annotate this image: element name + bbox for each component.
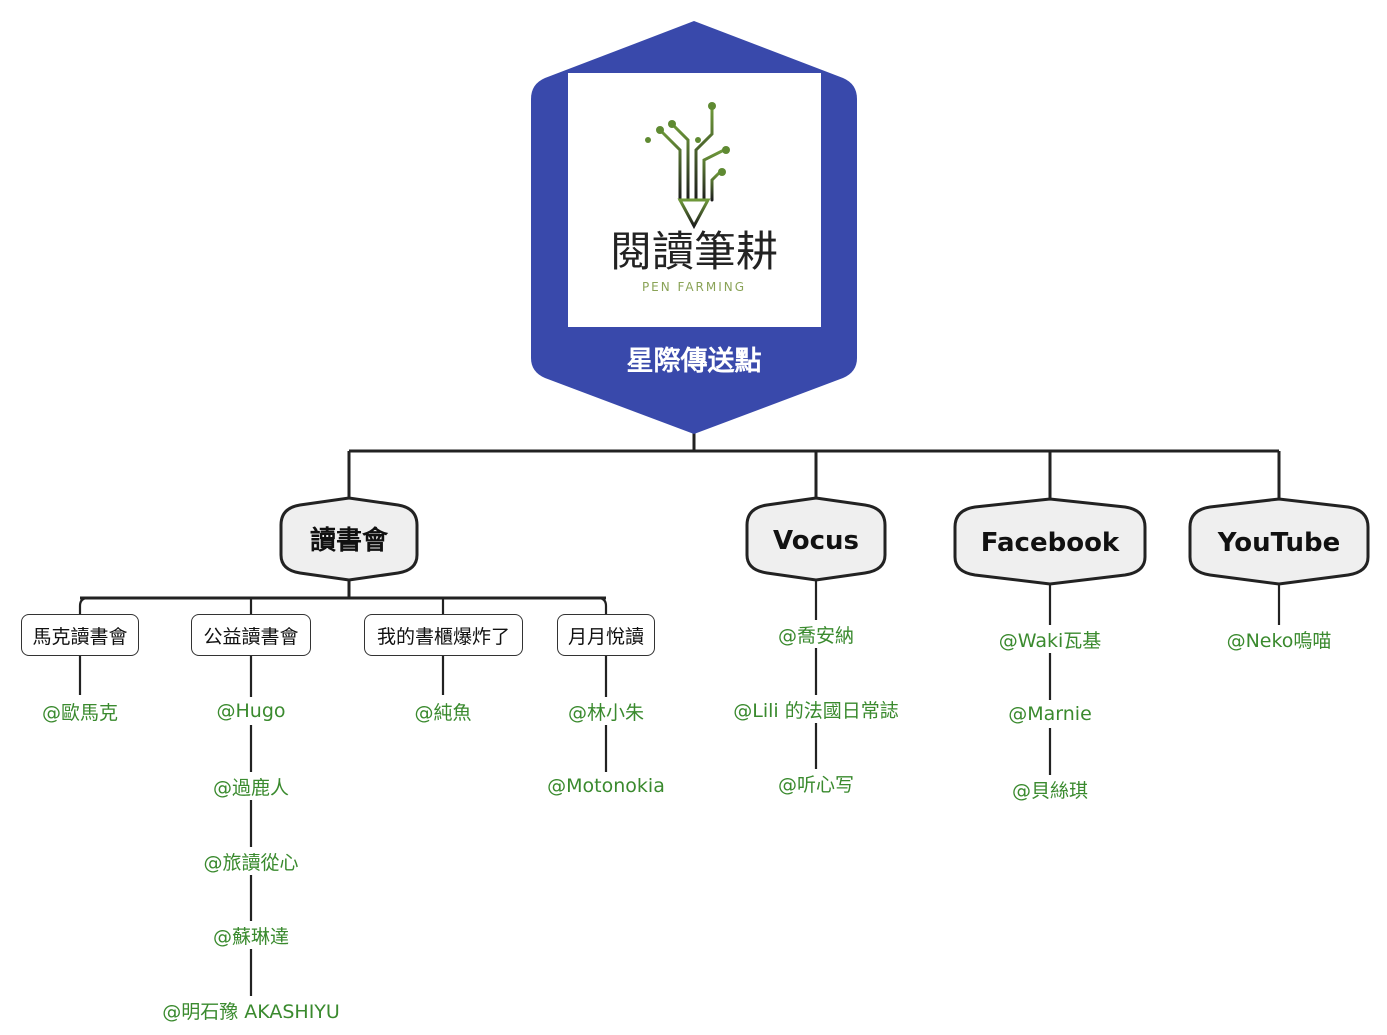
category-label: Vocus [773,526,859,556]
pen-circuit-logo-icon [645,102,730,230]
subgroup-charity-reading-club[interactable]: 公益讀書會 [191,614,311,656]
member-item[interactable]: @喬安納 [756,620,876,648]
member-item[interactable]: @林小朱 [546,697,666,725]
category-reading-club[interactable]: 讀書會 [279,496,419,582]
subgroup-mark-reading-club[interactable]: 馬克讀書會 [21,614,139,656]
member-item[interactable]: @純魚 [388,697,498,725]
category-label: Facebook [981,528,1120,558]
member-item[interactable]: @Neko嗚喵 [1209,625,1349,653]
category-label: 讀書會 [310,525,389,556]
member-item[interactable]: @旅讀從心 [181,847,321,875]
member-item[interactable]: @Hugo [181,697,321,725]
member-item[interactable]: @貝絲琪 [990,775,1110,803]
member-item[interactable]: @Motonokia [531,772,681,800]
member-item[interactable]: @Lili 的法國日常誌 [711,695,921,723]
logo-subtitle: PEN FARMING [642,280,746,294]
category-facebook[interactable]: Facebook [953,497,1147,586]
category-label: YouTube [1217,528,1340,558]
root-title: 星際傳送點 [627,346,762,377]
category-youtube[interactable]: YouTube [1188,497,1370,586]
logo-title: 閱讀筆耕 [610,227,778,276]
category-vocus[interactable]: Vocus [745,496,887,582]
member-item[interactable]: @听心写 [756,769,876,797]
member-item[interactable]: @明石豫 AKASHIYU [141,996,361,1024]
subgroup-monthly-reading[interactable]: 月月悅讀 [557,614,655,656]
root-node: 閱讀筆耕 PEN FARMING 星際傳送點 [531,21,857,434]
subgroup-my-bookshelf-exploded[interactable]: 我的書櫃爆炸了 [364,614,523,656]
member-item[interactable]: @蘇琳達 [181,921,321,949]
member-item[interactable]: @Marnie [990,700,1110,728]
member-item[interactable]: @歐馬克 [20,697,140,725]
member-item[interactable]: @Waki瓦基 [980,625,1120,653]
member-item[interactable]: @過鹿人 [181,772,321,800]
